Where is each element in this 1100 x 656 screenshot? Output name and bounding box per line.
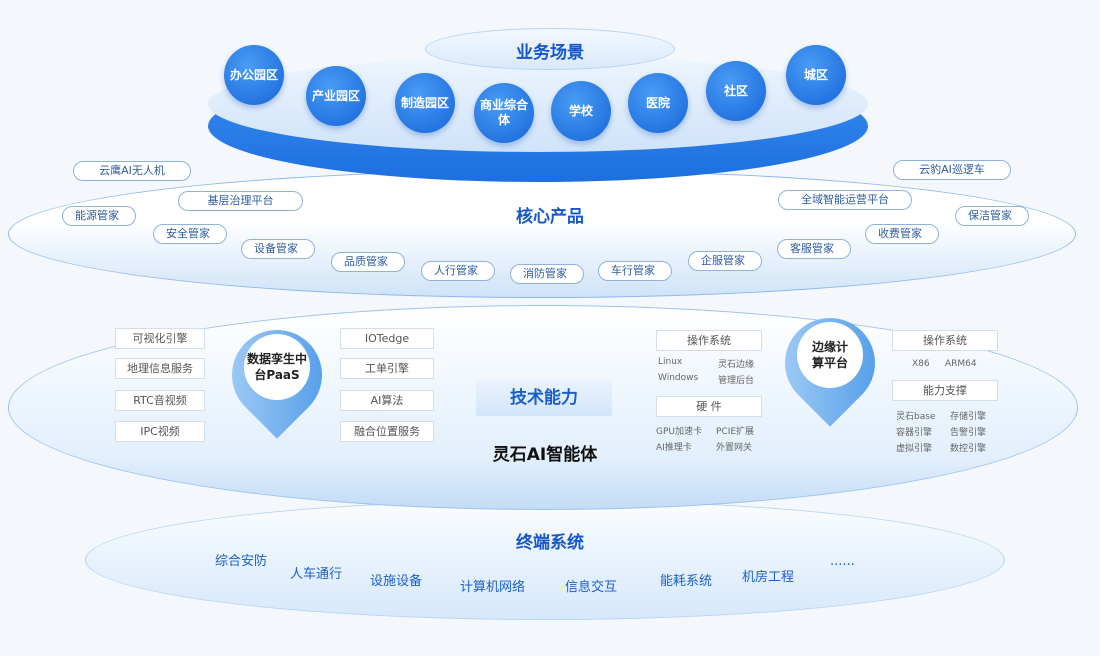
product-pill: 收费管家 xyxy=(865,224,939,244)
pin-label-paas: 数据孪生中台PaaS xyxy=(244,334,310,400)
os-item: Linux xyxy=(658,357,683,367)
capability-box: 可视化引擎 xyxy=(115,328,205,349)
scene-circle: 办公园区 xyxy=(224,45,284,105)
support-item: 虚拟引擎 xyxy=(896,444,933,454)
capability-box: AI算法 xyxy=(340,390,434,411)
product-pill: 基层治理平台 xyxy=(178,191,303,211)
capability-box: 地理信息服务 xyxy=(115,358,205,379)
product-pill: 云鹰AI无人机 xyxy=(73,161,191,181)
scene-circle: 制造园区 xyxy=(395,73,455,133)
pin-label-edge: 边缘计算平台 xyxy=(797,322,863,388)
support-item: 存储引擎 xyxy=(950,412,987,422)
scene-circle: 医院 xyxy=(628,73,688,133)
hw-item: PCIE扩展 xyxy=(716,427,755,437)
product-pill: 全域智能运营平台 xyxy=(778,190,912,210)
product-pill: 人行管家 xyxy=(421,261,495,281)
capability-box: IPC视频 xyxy=(115,421,205,442)
tech-title: 技术能力 xyxy=(476,380,612,416)
product-pill: 云豹AI巡逻车 xyxy=(893,160,1011,180)
os-item: Windows xyxy=(658,373,699,383)
product-pill: 安全管家 xyxy=(153,224,227,244)
capability-box: RTC音视频 xyxy=(115,390,205,411)
capability-box: IOTedge xyxy=(340,328,434,349)
products-title: 核心产品 xyxy=(516,207,584,227)
support-item: 告警引擎 xyxy=(950,428,987,438)
support-item: 灵石base xyxy=(896,412,936,422)
product-pill: 能源管家 xyxy=(62,206,136,226)
product-pill: 设备管家 xyxy=(241,239,315,259)
os2-item: ARM64 xyxy=(945,359,977,369)
terminal-item: 综合安防 xyxy=(215,554,268,569)
scene-circle: 产业园区 xyxy=(306,66,366,126)
hw-item: GPU加速卡 xyxy=(656,427,702,437)
os-item: 管理后台 xyxy=(718,376,755,386)
terminal-item: 信息交互 xyxy=(565,580,618,595)
hardware-box: 硬 件 xyxy=(656,396,762,417)
terminal-layer xyxy=(85,500,1005,620)
product-pill: 保洁管家 xyxy=(955,206,1029,226)
terminal-item: 能耗系统 xyxy=(660,574,713,589)
product-pill: 企服管家 xyxy=(688,251,762,271)
scenes-title-plate xyxy=(425,28,675,70)
product-pill: 品质管家 xyxy=(331,252,405,272)
scene-circle: 商业综合体 xyxy=(474,83,534,143)
os2-box: 操作系统 xyxy=(892,330,998,351)
scenes-title: 业务场景 xyxy=(516,43,584,63)
product-pill: 车行管家 xyxy=(598,261,672,281)
terminal-item: 设施设备 xyxy=(370,574,423,589)
product-pill: 客服管家 xyxy=(777,239,851,259)
os2-item: X86 xyxy=(912,359,930,369)
capability-box: 工单引擎 xyxy=(340,358,434,379)
terminal-item: 机房工程 xyxy=(742,570,795,585)
brand-label: 灵石AI智能体 xyxy=(492,445,598,465)
terminal-item: 人车通行 xyxy=(290,567,343,582)
hw-item: 外置网关 xyxy=(716,443,753,453)
support-box: 能力支撑 xyxy=(892,380,998,401)
os-box: 操作系统 xyxy=(656,330,762,351)
support-item: 数控引擎 xyxy=(950,444,987,454)
scene-circle: 社区 xyxy=(706,61,766,121)
product-pill: 消防管家 xyxy=(510,264,584,284)
scene-circle: 城区 xyxy=(786,45,846,105)
terminal-item: ...... xyxy=(830,554,855,569)
scene-circle: 学校 xyxy=(551,81,611,141)
terminal-item: 计算机网络 xyxy=(460,580,526,595)
hw-item: AI推理卡 xyxy=(656,443,692,453)
os-item: 灵石边缘 xyxy=(718,360,755,370)
support-item: 容器引擎 xyxy=(896,428,933,438)
terminal-title: 终端系统 xyxy=(516,533,584,553)
capability-box: 融合位置服务 xyxy=(340,421,434,442)
